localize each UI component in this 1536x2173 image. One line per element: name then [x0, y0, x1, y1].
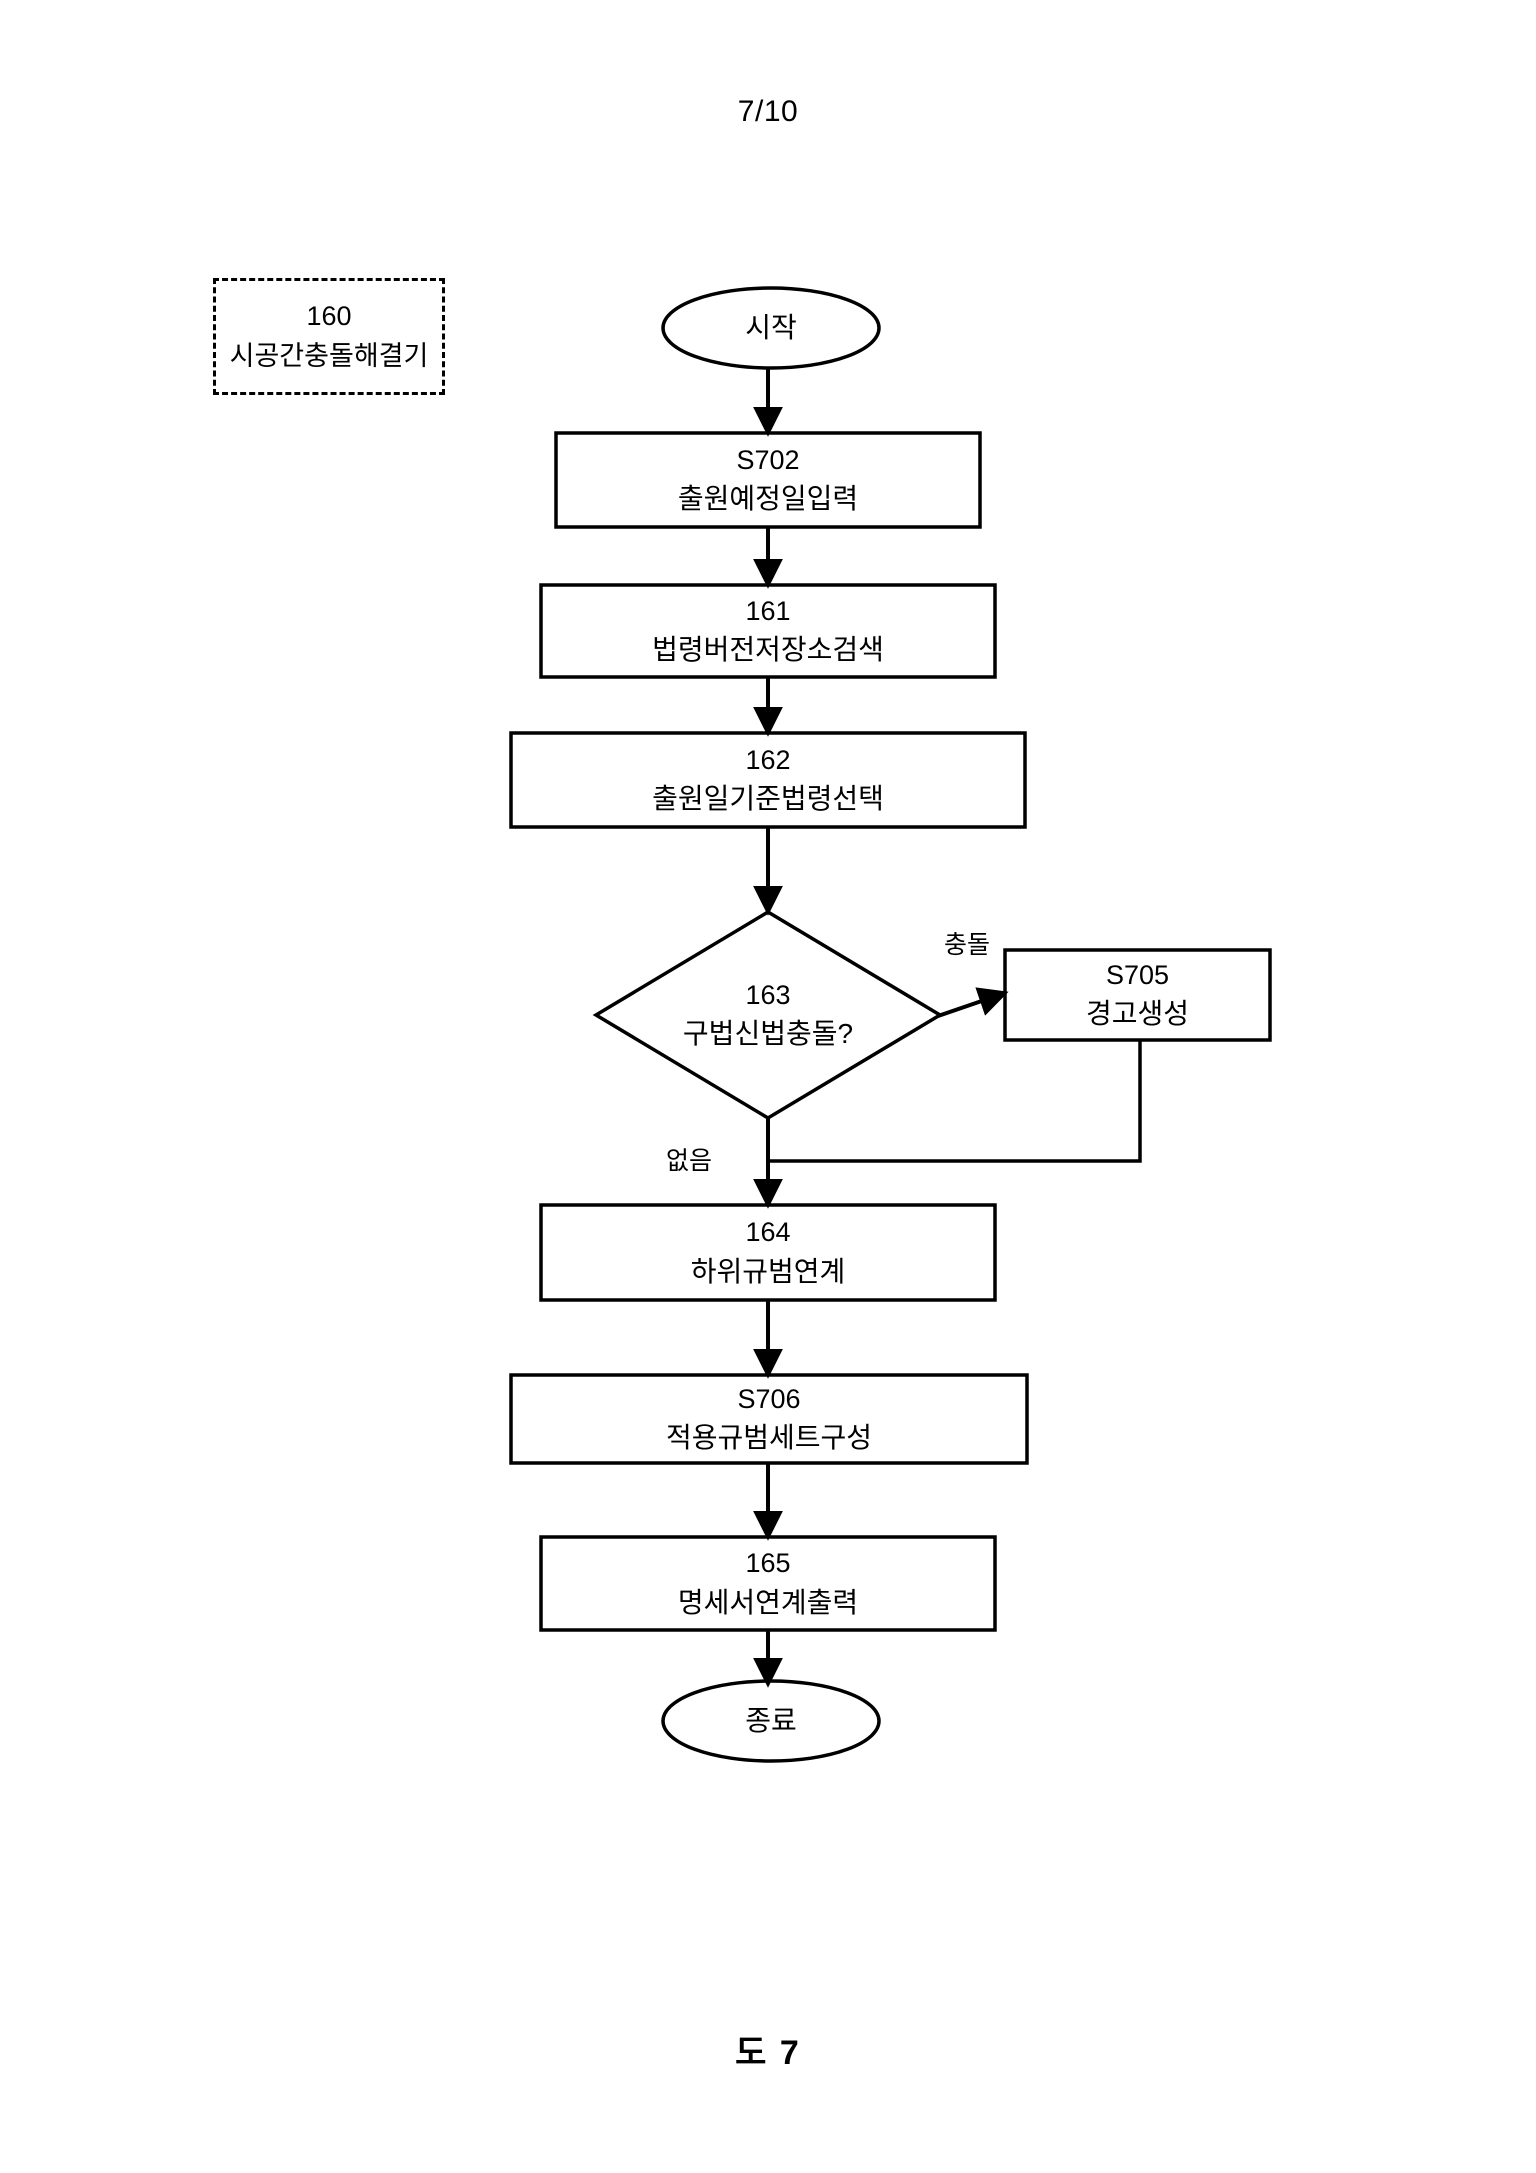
- edge-163-to-S705-conflict: [937, 987, 1009, 1018]
- edge-label-none: 없음: [666, 1147, 713, 1175]
- node-162-shape: [509, 731, 1027, 829]
- edge-S705-return-path: [768, 1040, 1142, 1163]
- page-number: 7/10: [737, 95, 799, 128]
- node-161-shape: [539, 583, 997, 679]
- node-163-shape: [592, 909, 944, 1121]
- legend-number: 160: [306, 301, 352, 332]
- node-S702-shape: [554, 431, 982, 529]
- legend-label: 시공간충돌해결기: [229, 340, 429, 371]
- start-node-shape: [661, 286, 881, 370]
- end-node-shape: [661, 1679, 881, 1763]
- node-165-shape: [539, 1535, 997, 1632]
- figure-caption: 도 7: [735, 2034, 801, 2072]
- node-S705-shape: [1003, 948, 1272, 1042]
- node-S706-shape: [509, 1373, 1029, 1465]
- edge-label-conflict: 충돌: [944, 931, 991, 959]
- legend-dashed-box: 160 시공간충돌해결기: [213, 278, 445, 395]
- node-164-shape: [539, 1203, 997, 1302]
